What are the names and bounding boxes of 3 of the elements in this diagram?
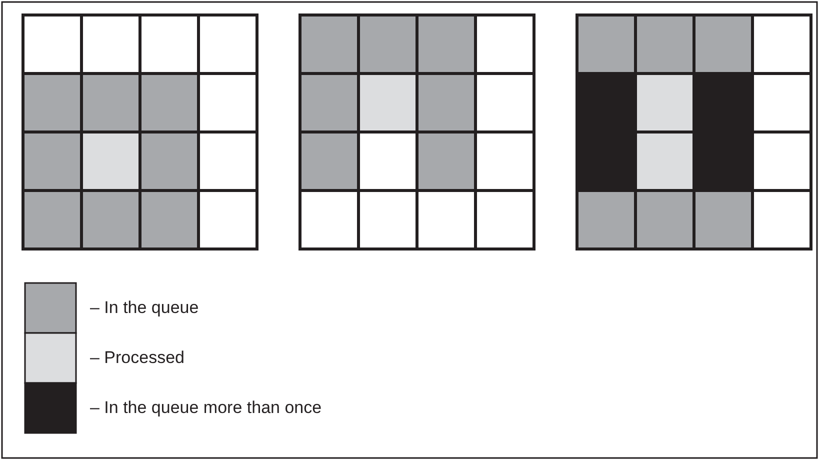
legend-label: – In the queue more than once [90,398,322,418]
legend-label: – Processed [90,348,184,368]
legend-label: – In the queue [90,298,199,318]
